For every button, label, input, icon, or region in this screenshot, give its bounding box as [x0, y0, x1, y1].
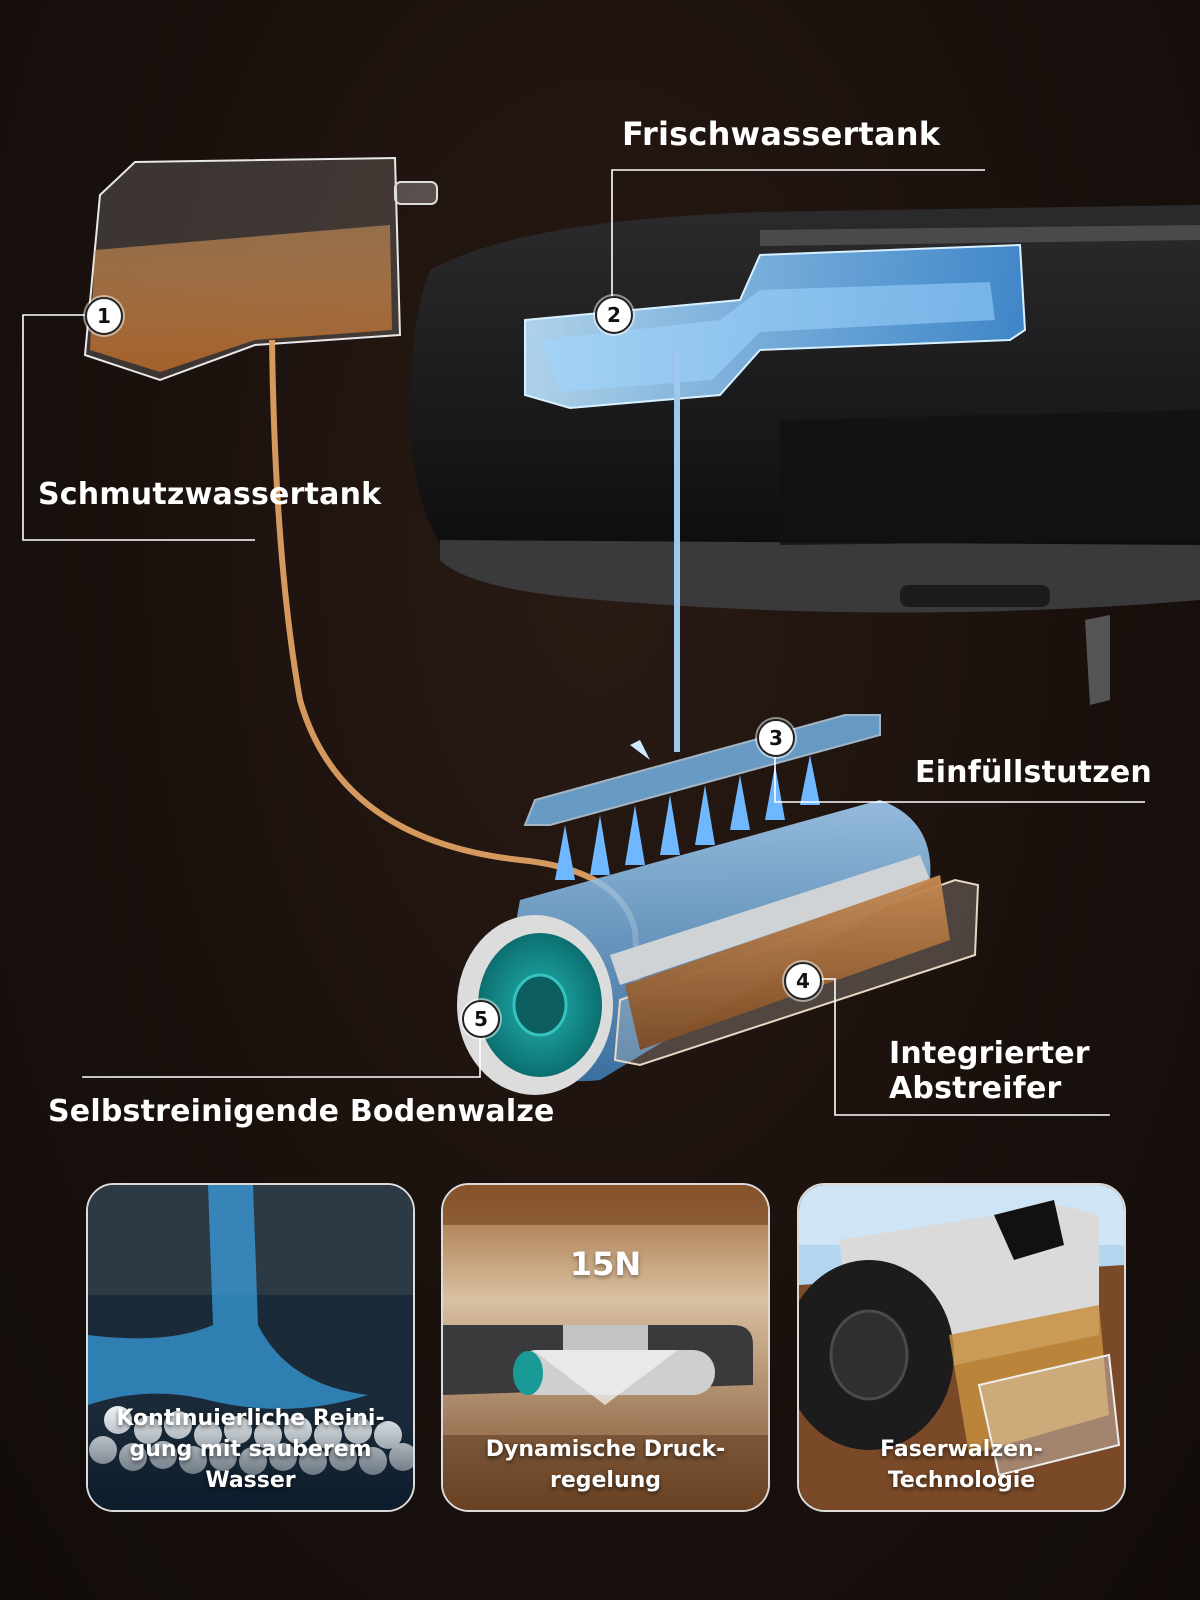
- feature-card-fiber-roller: Faserwalzen- Technologie: [797, 1183, 1126, 1512]
- label-filler: Einfüllstutzen: [915, 755, 1152, 790]
- fresh-water-tank: [524, 243, 1027, 410]
- marker-4: 4: [784, 962, 822, 1000]
- feature-card-continuous-cleaning: Kontinuierliche Reini- gung mit sauberem…: [86, 1183, 415, 1512]
- marker-2: 2: [595, 296, 633, 334]
- label-scraper: Integrierter Abstreifer: [889, 1036, 1090, 1106]
- product-illustration: [22, 156, 1200, 1116]
- feature-card-pressure-control: 15N Dynamische Druck- regelung: [441, 1183, 770, 1512]
- card-caption-fiber-roller: Faserwalzen- Technologie: [880, 1437, 1043, 1493]
- marker-1: 1: [85, 297, 123, 335]
- label-dirty-water-tank: Schmutzwassertank: [38, 477, 382, 512]
- roller: [457, 800, 931, 1095]
- pressure-badge: 15N: [569, 1245, 642, 1283]
- pressure-arrow-image: [443, 1185, 768, 1510]
- dirty-water-hose: [269, 339, 643, 1021]
- marker-3: 3: [757, 719, 795, 757]
- label-roller: Selbstreinigende Bodenwalze: [48, 1094, 555, 1129]
- dirty-water-tank: [83, 156, 438, 382]
- label-fresh-water-tank: Frischwassertank: [622, 115, 941, 153]
- fiber-roller-image: [799, 1185, 1124, 1510]
- marker-5: 5: [462, 1000, 500, 1038]
- card-caption-pressure-control: Dynamische Druck- regelung: [485, 1437, 726, 1493]
- card-caption-continuous-cleaning: Kontinuierliche Reini- gung mit sauberem…: [116, 1406, 385, 1493]
- callout-lines: [22, 169, 1145, 1116]
- water-balls-image: [88, 1185, 413, 1510]
